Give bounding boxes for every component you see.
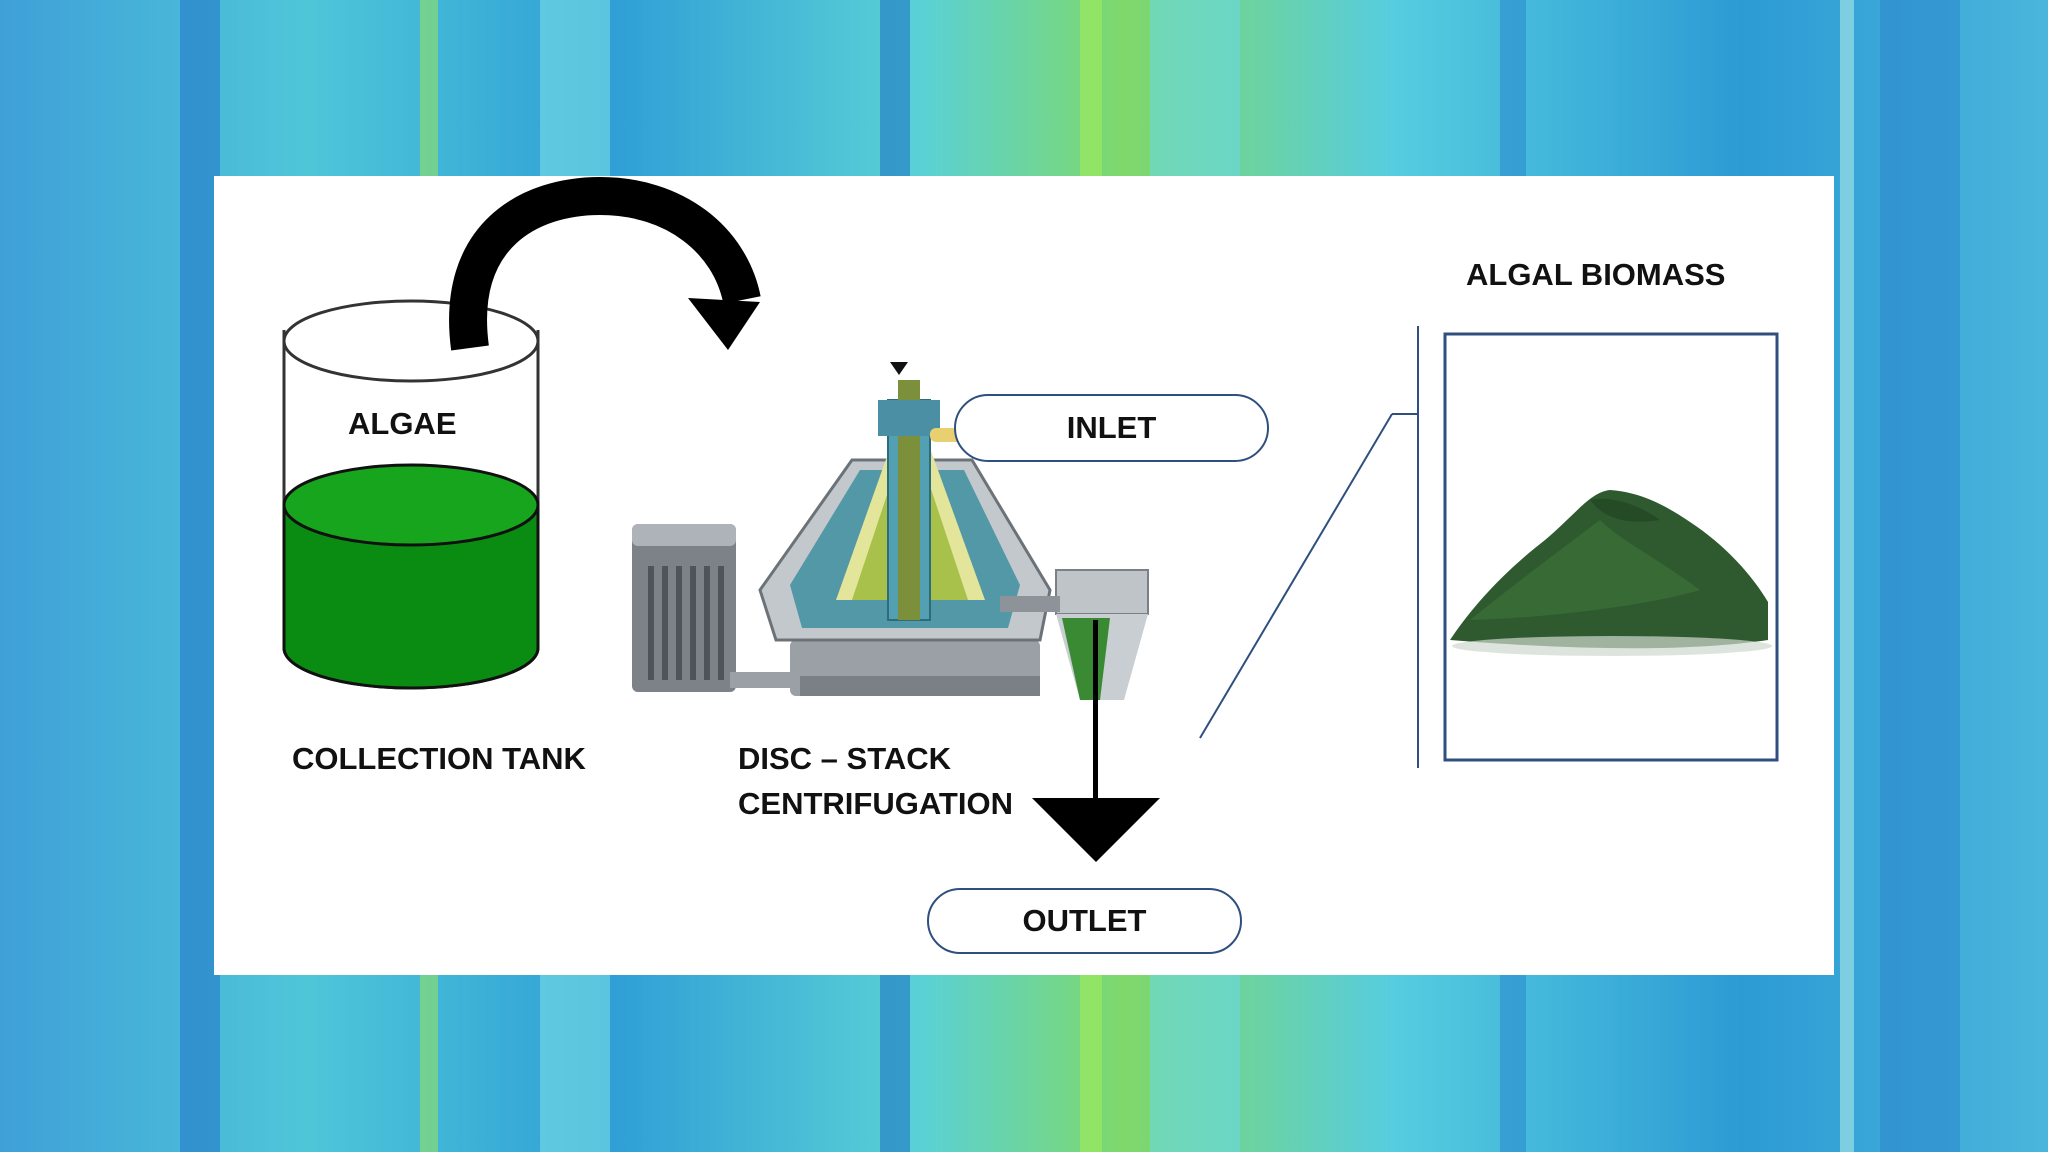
collection-tank-caption: COLLECTION TANK [292,741,586,776]
centrifuge-caption-line1: DISC – STACK [738,741,952,776]
centrifuge-illustration [632,362,1149,700]
algal-biomass-title: ALGAL BIOMASS [1466,257,1726,292]
tank-contents-label: ALGAE [348,406,457,441]
centrifuge-caption-line2: CENTRIFUGATION [738,786,1013,821]
outlet-label: OUTLET [927,888,1242,954]
outlet-arrow [1032,620,1160,862]
transfer-arrow [449,176,761,351]
inlet-label: INLET [954,394,1269,462]
biomass-image [1443,332,1779,762]
collection-tank [282,299,540,690]
zoom-connector [1199,326,1419,768]
